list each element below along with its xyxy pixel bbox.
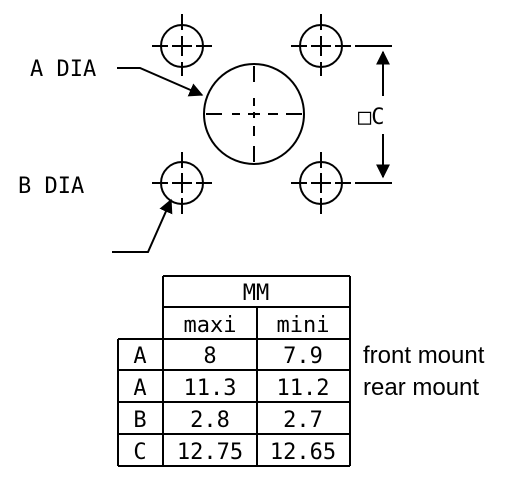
row-2-mini: 2.7 [283,408,323,433]
mount-hole-top-right [291,14,351,76]
c-dimension [355,45,392,184]
row-1-note: rear mount [363,374,479,401]
row-3-mini: 12.65 [270,440,336,465]
row-0-maxi: 8 [203,344,216,369]
c-dimension-label: □C [358,105,385,130]
mount-hole-bottom-left [152,152,212,214]
row-0-mini: 7.9 [283,344,323,369]
b-dia-leader [112,198,173,253]
table-col-header-mini: mini [277,313,330,338]
row-3-maxi: 12.75 [177,440,243,465]
table-unit-header: MM [243,281,270,306]
row-2-maxi: 2.8 [190,408,230,433]
b-dia-label: B DIA [18,174,84,199]
a-dia-label: A DIA [30,57,96,82]
row-1-mini: 11.2 [277,376,330,401]
row-2-key: B [133,408,146,433]
row-3-key: C [133,440,146,465]
table-col-header-maxi: maxi [184,313,237,338]
a-dia-leader [117,67,204,97]
mount-hole-bottom-right [291,152,351,214]
row-0-key: A [133,344,146,369]
row-1-maxi: 11.3 [184,376,237,401]
center-hole [203,63,305,165]
row-0-note: front mount [363,342,485,369]
mount-hole-top-left [152,14,212,76]
dimension-table [117,275,351,467]
row-1-key: A [133,376,146,401]
